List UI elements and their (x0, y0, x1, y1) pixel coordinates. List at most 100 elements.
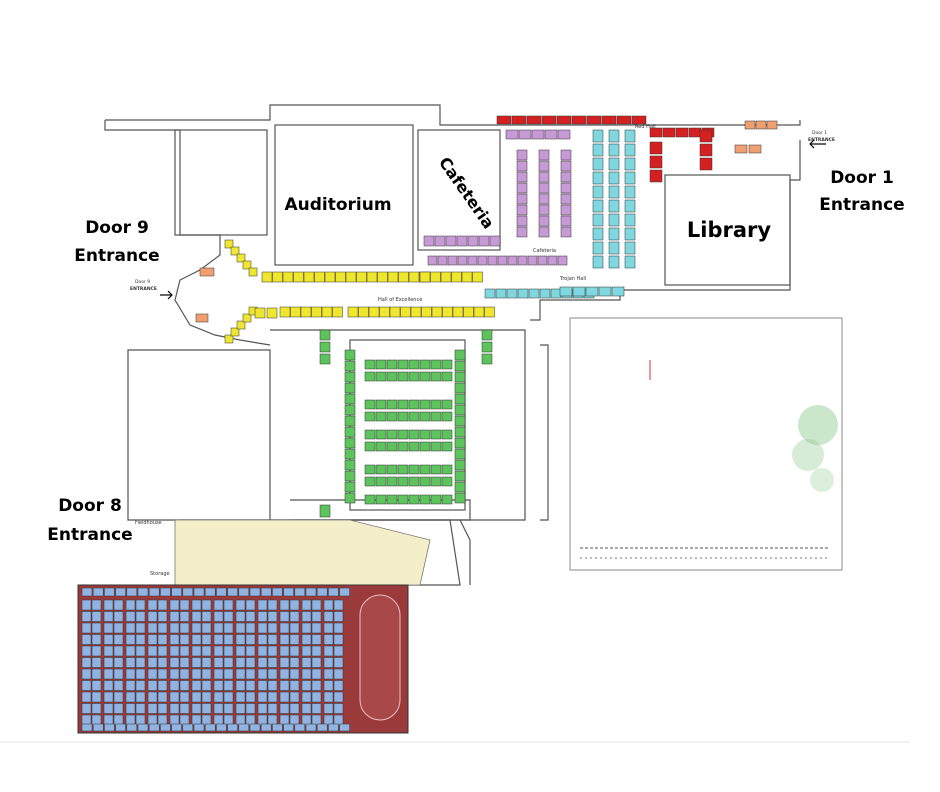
blue-booth (103, 703, 114, 714)
blue-booth (323, 703, 334, 714)
blue-booth (235, 611, 246, 622)
orange-zone-booths (195, 120, 778, 323)
purple-booth (527, 255, 538, 266)
blue-booth (289, 634, 300, 645)
purple-booth (423, 235, 435, 247)
green-booth (364, 359, 376, 370)
yellow-booth (224, 334, 234, 344)
yellow-booth (224, 239, 234, 249)
purple-booth (516, 204, 528, 216)
green-booth (441, 399, 453, 410)
yellow-booth (356, 271, 367, 283)
yellow-booth (377, 271, 388, 283)
blue-booth (169, 691, 180, 703)
blue-booth (279, 634, 290, 645)
green-booth (375, 359, 387, 370)
blue-booth (235, 645, 246, 657)
blue-booth (115, 723, 126, 732)
cyan-booth (528, 288, 540, 299)
blue-booth (279, 599, 290, 611)
purple-booth (560, 149, 572, 161)
blue-booth (103, 611, 114, 622)
blue-booth (316, 587, 328, 597)
blue-booth (179, 622, 190, 634)
blue-booth (115, 587, 126, 597)
blue-booth (135, 622, 146, 634)
red-booth (511, 115, 527, 125)
green-booth (454, 371, 466, 383)
blue-booth (81, 587, 93, 597)
blue-booth (279, 703, 290, 714)
green-booth (430, 476, 442, 487)
green-booth (319, 329, 331, 341)
blue-booth (157, 680, 168, 691)
green-booth (419, 441, 431, 452)
blue-booth (311, 622, 322, 634)
blue-booth (92, 723, 104, 732)
cyan-booth (592, 199, 604, 213)
red-booth (616, 115, 632, 125)
green-booth (364, 399, 376, 410)
blue-booth (235, 634, 246, 645)
green-booth (397, 441, 409, 452)
purple-booth (467, 255, 478, 266)
yellow-booth (236, 320, 246, 330)
purple-booth (516, 182, 528, 194)
door8-entrance-label: Entrance (47, 525, 132, 545)
red-booth (556, 115, 572, 125)
yellow-booth (421, 306, 432, 318)
blue-booth (191, 611, 202, 622)
blue-booth (311, 611, 322, 622)
red-zone-booths (496, 115, 715, 183)
blue-booth (301, 703, 312, 714)
blue-booth (147, 645, 158, 657)
door1-entrance-label: Entrance (819, 195, 904, 215)
purple-booth (505, 129, 519, 140)
blue-booth (213, 714, 224, 726)
green-booth (364, 371, 376, 382)
blue-booth (283, 587, 294, 597)
blue-booth (267, 622, 278, 634)
blue-booth (323, 634, 334, 645)
blue-booth (301, 657, 312, 668)
purple-booth (478, 235, 490, 247)
blue-booth (289, 611, 300, 622)
purple-booth (477, 255, 488, 266)
door9-entrance-label: Entrance (74, 246, 159, 266)
fieldhouse-label: Fieldhouse (135, 520, 162, 526)
cyan-booth (592, 185, 604, 199)
cyan-booth (592, 129, 604, 143)
blue-booth (135, 657, 146, 668)
green-booth (344, 481, 356, 493)
blue-booth (81, 691, 92, 703)
yellow-booth (452, 306, 464, 318)
green-booth (419, 464, 431, 475)
purple-booth (516, 171, 528, 183)
green-booth (441, 429, 453, 440)
purple-booth (557, 129, 571, 140)
green-booth (344, 382, 356, 394)
blue-booth (213, 703, 224, 714)
blue-booth (279, 622, 290, 634)
blue-booth (103, 599, 114, 611)
door1-arrow-icon (809, 139, 826, 149)
purple-booth (507, 255, 518, 266)
blue-booth (91, 657, 102, 668)
blue-booth (339, 723, 350, 732)
blue-booth (257, 622, 268, 634)
green-booth (375, 464, 387, 475)
blue-booth (179, 611, 190, 622)
blue-booth (245, 691, 256, 703)
purple-booth (560, 160, 572, 172)
blue-booth (333, 611, 344, 622)
blue-booth (169, 657, 180, 668)
blue-booth (113, 657, 124, 668)
blue-booth (213, 657, 224, 668)
blue-booth (294, 587, 306, 597)
blue-booth (169, 703, 180, 714)
blue-booth (201, 680, 212, 691)
green-booth (454, 492, 466, 504)
cyan-booth (592, 171, 604, 185)
blue-booth (257, 599, 268, 611)
blue-booth (301, 634, 312, 645)
